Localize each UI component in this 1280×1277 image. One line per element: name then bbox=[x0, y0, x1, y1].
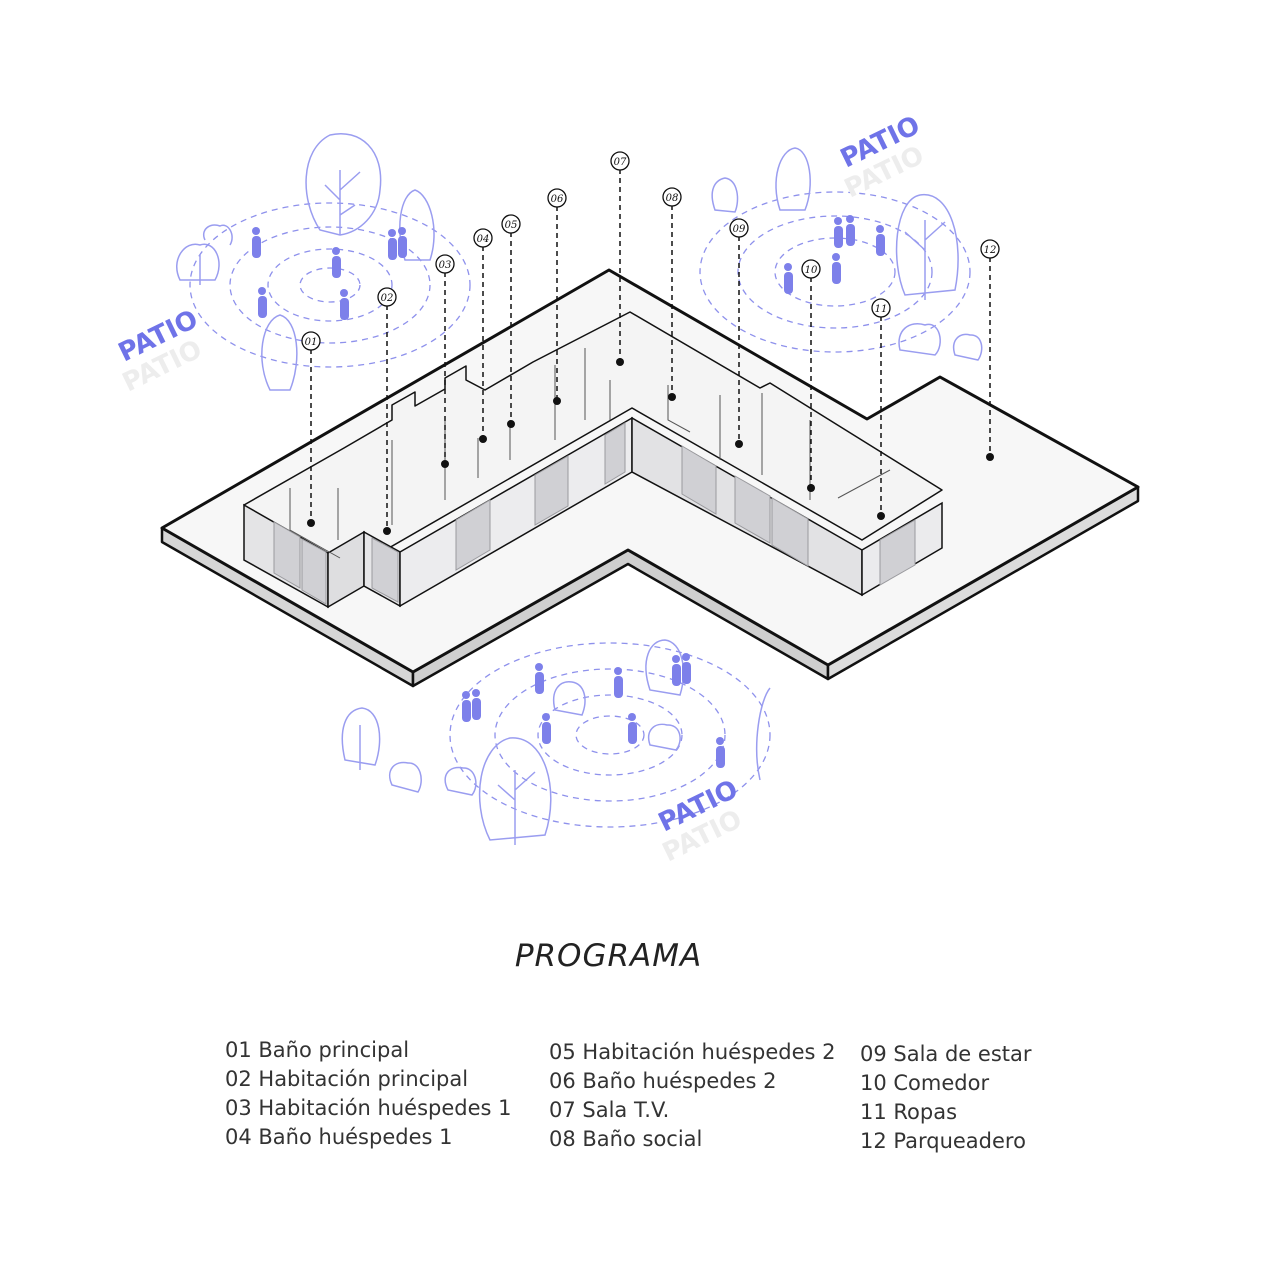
marker-label-10: 10 bbox=[805, 265, 818, 276]
marker-label-04: 04 bbox=[477, 234, 490, 245]
marker-label-07: 07 bbox=[614, 157, 627, 168]
marker-label-03: 03 bbox=[439, 260, 452, 271]
marker-label-11: 11 bbox=[875, 304, 888, 315]
legend-item: 03 Habitación huéspedes 1 bbox=[225, 1096, 512, 1120]
marker-label-06: 06 bbox=[551, 194, 564, 205]
marker-label-05: 05 bbox=[505, 220, 518, 231]
marker-label-01: 01 bbox=[305, 337, 318, 348]
legend-item: 09 Sala de estar bbox=[860, 1042, 1032, 1066]
patio-left: PATIO PATIO bbox=[114, 133, 471, 398]
person-icon bbox=[252, 227, 407, 320]
person-icon bbox=[462, 653, 725, 768]
marker-label-12: 12 bbox=[984, 245, 997, 256]
axonometric-diagram: PATIO PATIO PATIO PATIO bbox=[114, 110, 1140, 868]
legend-title: PROGRAMA bbox=[514, 938, 703, 974]
legend-item: 02 Habitación principal bbox=[225, 1067, 469, 1091]
building bbox=[243, 311, 943, 609]
legend-item: 04 Baño huéspedes 1 bbox=[225, 1125, 453, 1149]
legend-item: 10 Comedor bbox=[860, 1071, 990, 1095]
legend-item: 01 Baño principal bbox=[225, 1038, 410, 1062]
legend-item: 12 Parqueadero bbox=[860, 1129, 1026, 1153]
legend-item: 07 Sala T.V. bbox=[549, 1098, 670, 1122]
legend-item: 08 Baño social bbox=[549, 1127, 703, 1151]
legend-column-2: 05 Habitación huéspedes 2 06 Baño huéspe… bbox=[549, 1038, 836, 1154]
legend-item: 05 Habitación huéspedes 2 bbox=[549, 1040, 836, 1064]
room-markers: 01 02 03 04 05 06 07 08 09 10 11 12 bbox=[301, 151, 1000, 535]
tree-icon bbox=[711, 147, 983, 361]
legend-column-1: 01 Baño principal 02 Habitación principa… bbox=[225, 1036, 512, 1152]
marker-label-02: 02 bbox=[381, 293, 394, 304]
legend-item: 06 Baño huéspedes 2 bbox=[549, 1069, 777, 1093]
legend-column-3: 09 Sala de estar 10 Comedor 11 Ropas 12 … bbox=[860, 1040, 1032, 1156]
legend-item: 11 Ropas bbox=[860, 1100, 958, 1124]
marker-label-09: 09 bbox=[733, 224, 746, 235]
tree-icon bbox=[176, 133, 435, 391]
person-icon bbox=[784, 215, 885, 294]
marker-label-08: 08 bbox=[666, 193, 679, 204]
